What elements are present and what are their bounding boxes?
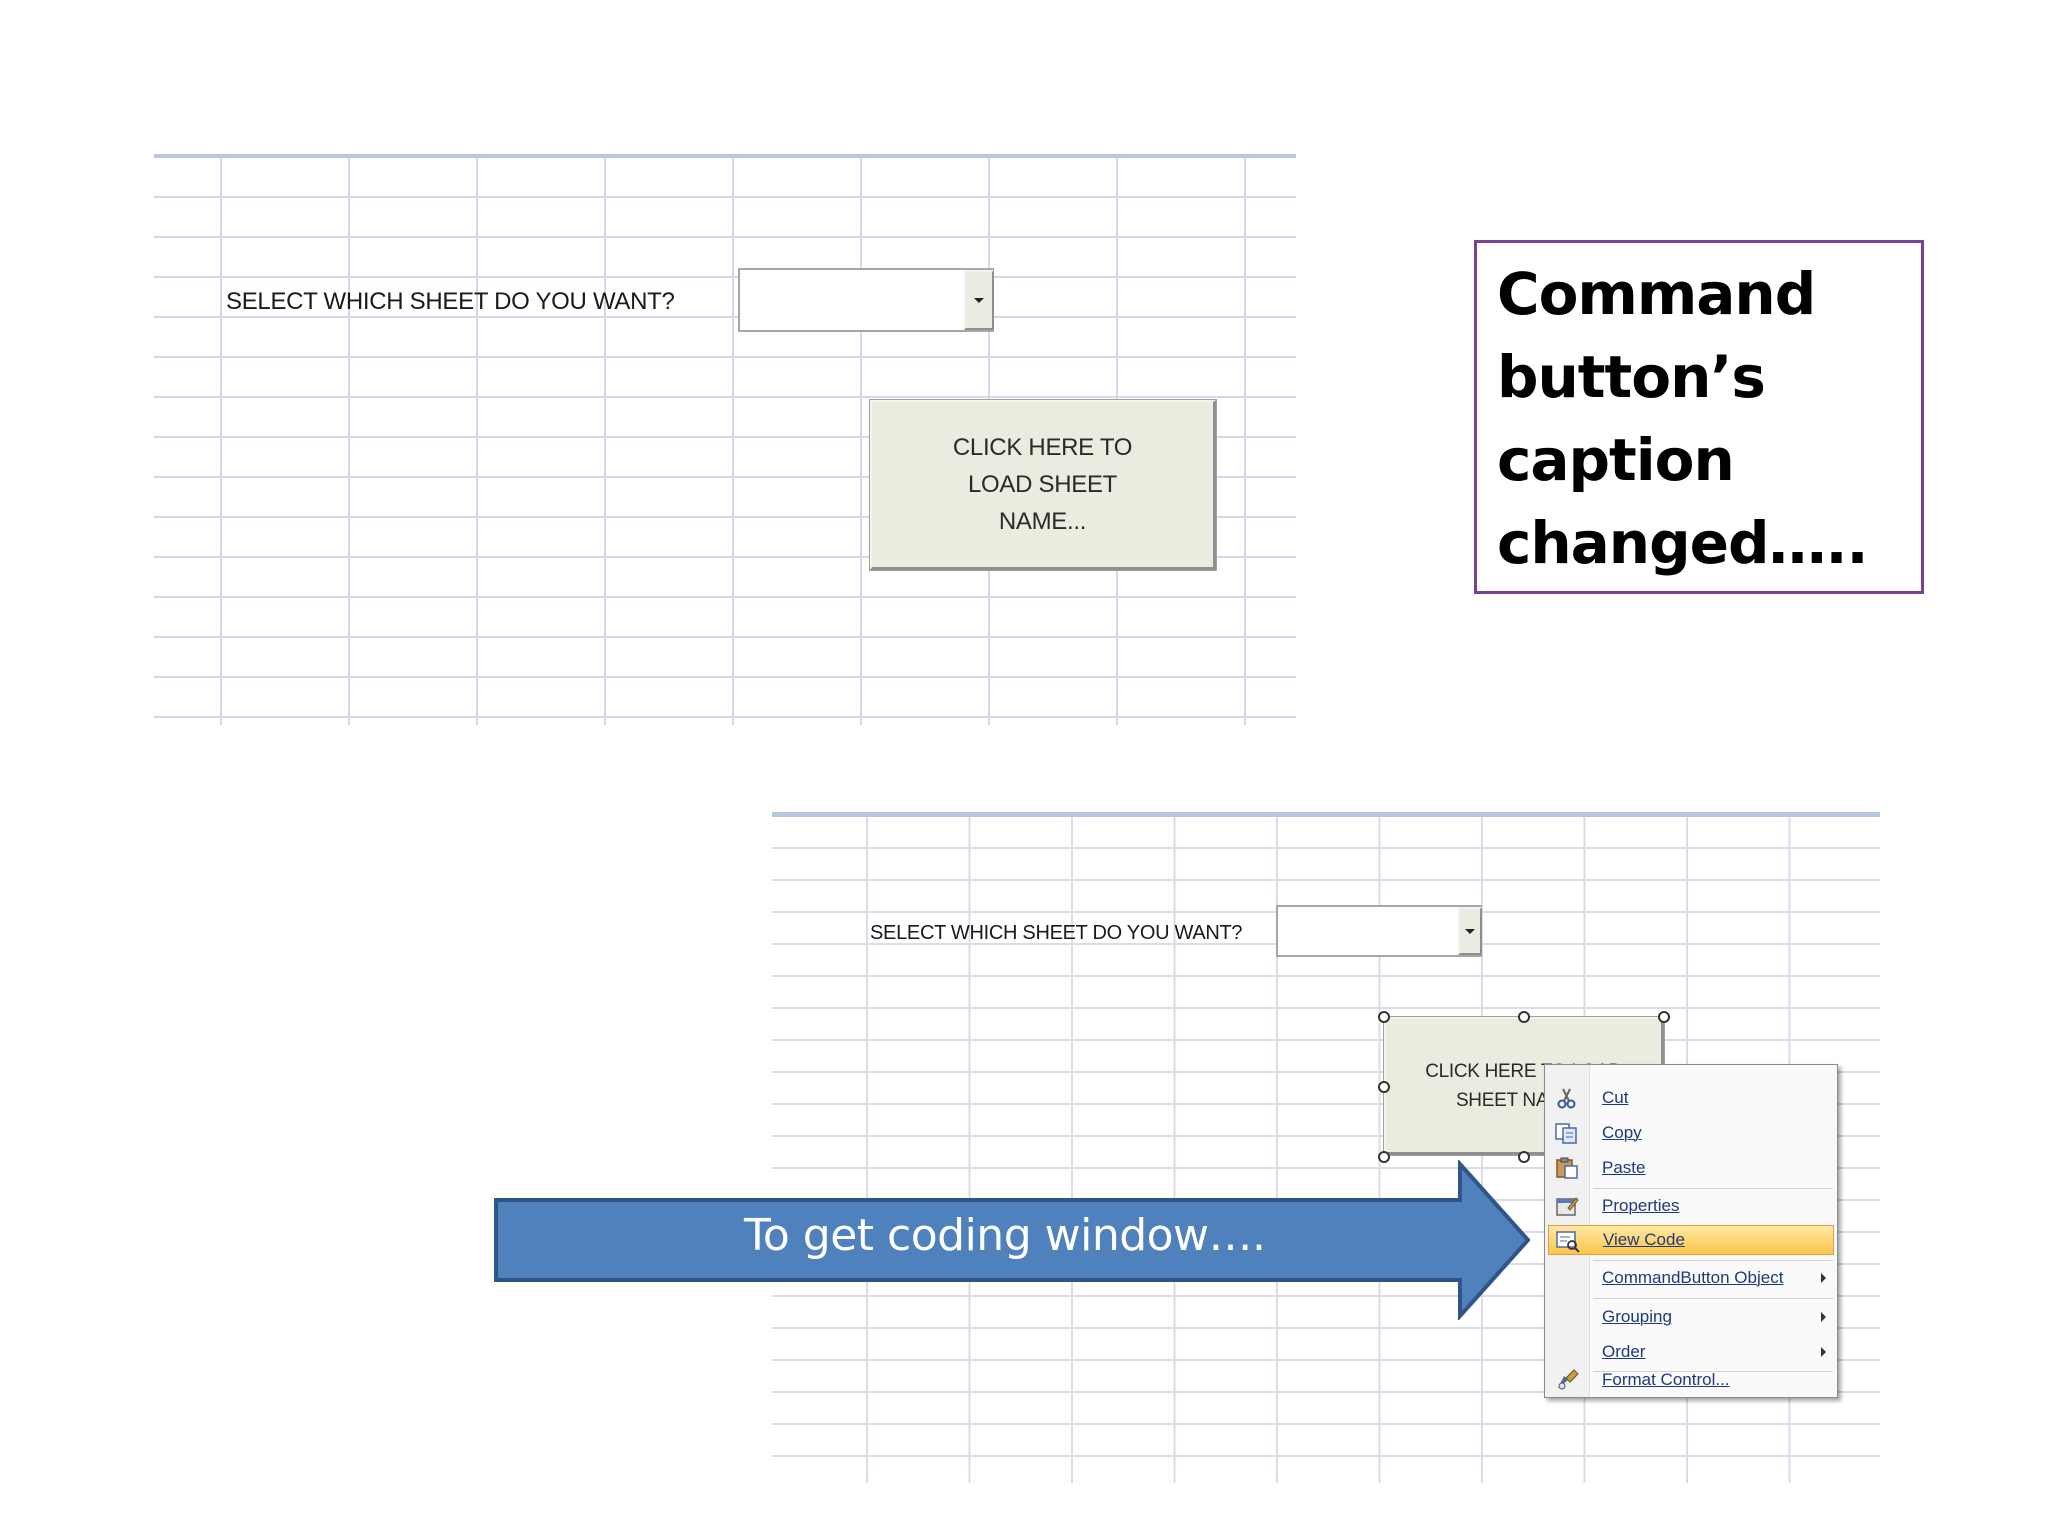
- chevron-right-icon: [1821, 1347, 1826, 1357]
- menu-item-commandbutton-object[interactable]: CommandButton Object: [1548, 1263, 1834, 1293]
- menu-item-label: Copy: [1602, 1123, 1642, 1142]
- context-menu: Cut Copy Paste Properties: [1544, 1064, 1838, 1398]
- menu-item-label: Paste: [1602, 1158, 1646, 1177]
- menu-item-label: Format Control...: [1602, 1370, 1730, 1389]
- load-sheet-button[interactable]: CLICK HERE TO LOAD SHEET NAME...: [869, 399, 1217, 571]
- select-sheet-label: SELECT WHICH SHEET DO YOU WANT?: [226, 288, 675, 315]
- menu-item-label: Properties: [1602, 1196, 1680, 1215]
- worksheet-top: SELECT WHICH SHEET DO YOU WANT? CLICK HE…: [154, 154, 1296, 725]
- resize-handle-top[interactable]: [1518, 1011, 1530, 1023]
- menu-item-format-control[interactable]: Format Control...: [1548, 1365, 1834, 1395]
- sheet-combobox[interactable]: [1276, 905, 1482, 957]
- resize-handle-bottom[interactable]: [1518, 1151, 1530, 1163]
- menu-item-label: View Code: [1603, 1230, 1685, 1249]
- resize-handle-top-left[interactable]: [1378, 1011, 1390, 1023]
- chevron-right-icon: [1821, 1273, 1826, 1283]
- combobox-dropdown-button[interactable]: [964, 270, 994, 330]
- sheet-combobox[interactable]: [738, 268, 994, 332]
- menu-item-copy[interactable]: Copy: [1548, 1118, 1834, 1148]
- menu-item-label: Order: [1602, 1342, 1646, 1361]
- menu-item-properties[interactable]: Properties: [1548, 1191, 1834, 1221]
- menu-separator: [1593, 1371, 1833, 1372]
- menu-item-label: Cut: [1602, 1088, 1629, 1107]
- view-code-icon: [1556, 1231, 1580, 1253]
- menu-item-label: Grouping: [1602, 1307, 1672, 1326]
- menu-item-order[interactable]: Order: [1548, 1337, 1834, 1367]
- resize-handle-bottom-left[interactable]: [1378, 1151, 1390, 1163]
- menu-separator: [1593, 1298, 1833, 1299]
- properties-icon: [1556, 1197, 1579, 1216]
- chevron-down-icon: [1465, 928, 1475, 934]
- chevron-down-icon: [974, 297, 984, 303]
- menu-item-paste[interactable]: Paste: [1548, 1153, 1834, 1183]
- paste-icon: [1556, 1157, 1578, 1179]
- arrow-label: To get coding window….: [744, 1210, 1266, 1261]
- copy-icon: [1555, 1123, 1577, 1144]
- resize-handle-top-right[interactable]: [1658, 1011, 1670, 1023]
- menu-item-view-code[interactable]: View Code: [1548, 1225, 1834, 1255]
- callout-box: Command button’s caption changed…..: [1474, 240, 1924, 594]
- select-sheet-label: SELECT WHICH SHEET DO YOU WANT?: [870, 922, 1243, 944]
- chevron-right-icon: [1821, 1312, 1826, 1322]
- resize-handle-left[interactable]: [1378, 1081, 1390, 1093]
- menu-separator: [1593, 1188, 1833, 1189]
- callout-text: Command button’s caption changed…..: [1497, 260, 1869, 577]
- scissors-icon: [1557, 1088, 1576, 1109]
- combobox-dropdown-button[interactable]: [1458, 907, 1482, 955]
- format-control-icon: [1558, 1369, 1579, 1390]
- blue-arrow: [494, 1160, 1531, 1320]
- menu-item-label: CommandButton Object: [1602, 1268, 1784, 1287]
- menu-item-cut[interactable]: Cut: [1548, 1083, 1834, 1113]
- load-sheet-button-caption: CLICK HERE TO LOAD SHEET NAME...: [952, 434, 1133, 535]
- menu-item-grouping[interactable]: Grouping: [1548, 1302, 1834, 1332]
- menu-separator: [1593, 1260, 1833, 1261]
